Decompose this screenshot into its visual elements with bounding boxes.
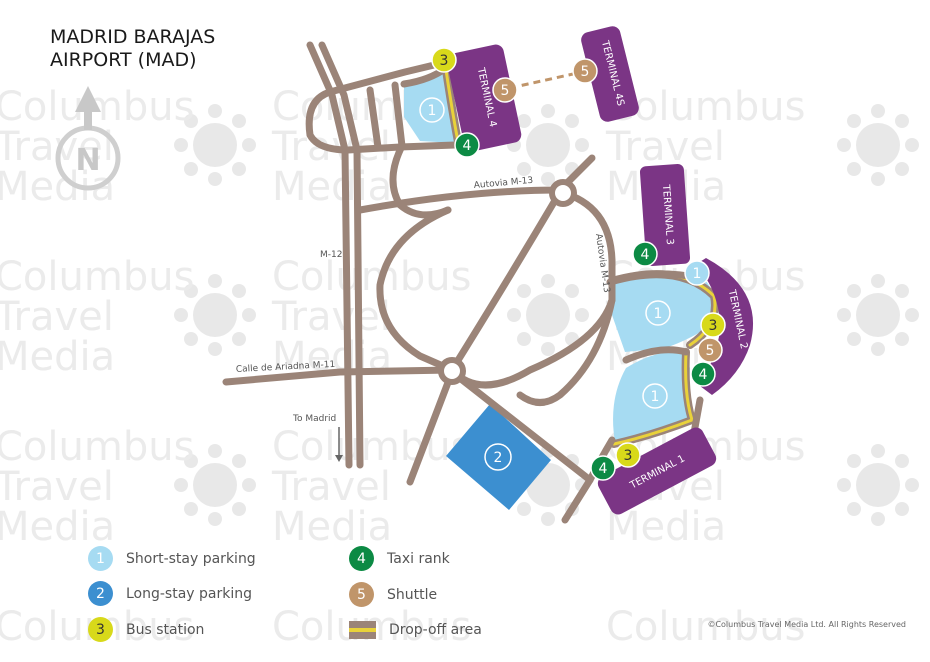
svg-text:4: 4 [641, 247, 650, 263]
marker-shuttle: 5 [572, 58, 598, 84]
legend-label: Taxi rank [387, 550, 450, 567]
marker-bus: 3 [615, 442, 641, 468]
legend-item-shuttle: 5 Shuttle [349, 582, 437, 607]
map-title-line: MADRID BARAJAS [50, 26, 216, 48]
terminal-4: TERMINAL 4 [446, 44, 522, 152]
watermark-line: Columbus [0, 254, 194, 300]
terminal-4s: TERMINAL 4S [581, 26, 639, 122]
legend-label: Shuttle [387, 586, 438, 603]
road-m13-top [356, 154, 596, 214]
watermark-line: Columbus [272, 424, 471, 470]
watermark-line: Media [272, 164, 392, 210]
watermark-line: Travel [0, 464, 114, 510]
svg-text:2: 2 [494, 450, 503, 466]
road-south-east [448, 368, 594, 484]
shuttle-route [509, 70, 583, 90]
road-t2-mid [622, 346, 690, 364]
svg-text:4: 4 [699, 367, 708, 383]
road-m11 [222, 366, 456, 386]
road-m12-east [318, 41, 364, 469]
road-m12-west [306, 41, 353, 469]
marker-shuttle: 5 [492, 77, 518, 103]
legend-item-dropoff: Drop-off area [349, 621, 482, 639]
svg-text:1: 1 [428, 103, 437, 119]
road-south-west [406, 368, 456, 486]
marker-short-stay: 1 [642, 383, 668, 409]
watermark-line: Media [0, 504, 115, 550]
taxi-icon: 4 [349, 546, 374, 571]
road-t4-branch-b [391, 81, 406, 150]
watermark-line: Media [272, 504, 392, 550]
watermark-line: Media [0, 334, 115, 380]
svg-text:3: 3 [440, 53, 449, 69]
watermark-line: Columbus [606, 84, 805, 130]
marker-taxi: 4 [454, 132, 480, 158]
roundabout-north [549, 179, 577, 207]
road-m13-east [448, 188, 616, 389]
marker-short-stay: 1 [684, 260, 710, 286]
legend-label: Drop-off area [389, 622, 482, 638]
watermark-line: Columbus [606, 604, 805, 650]
svg-text:5: 5 [501, 83, 510, 99]
marker-short-stay: 1 [419, 97, 445, 123]
copyright-notice: ©Columbus Travel Media Ltd. All Rights R… [707, 620, 906, 629]
marker-shuttle: 5 [697, 337, 723, 363]
watermark-line: Media [606, 504, 726, 550]
map-markers: 1 1 1 1 2 3 3 3 [419, 47, 726, 481]
svg-text:3: 3 [709, 318, 718, 334]
marker-short-stay: 1 [645, 300, 671, 326]
map-title-line: AIRPORT (MAD) [50, 49, 197, 71]
road-label-m12: M-12 [320, 250, 342, 260]
short-stay-icon: 1 [88, 546, 113, 571]
svg-text:5: 5 [706, 343, 715, 359]
road-t4-branch-a [366, 86, 382, 151]
long-stay-parking-area [446, 404, 551, 510]
watermark-line: Travel [271, 464, 391, 510]
svg-text:3: 3 [624, 448, 633, 464]
watermark-line: Travel [271, 294, 391, 340]
terminal-3: TERMINAL 3 [639, 163, 691, 267]
marker-taxi: 4 [632, 241, 658, 267]
svg-text:4: 4 [599, 461, 608, 477]
marker-long-stay: 2 [484, 443, 512, 471]
legend-label: Long-stay parking [126, 585, 253, 602]
marker-taxi: 4 [590, 455, 616, 481]
watermark-line: Travel [605, 124, 725, 170]
svg-text:1: 1 [651, 389, 660, 405]
road-network [222, 41, 704, 524]
legend-item-short-stay: 1 Short-stay parking [88, 546, 256, 571]
svg-text:1: 1 [693, 266, 702, 282]
legend-item-taxi: 4 Taxi rank [349, 546, 450, 571]
road-t1-approach [516, 296, 616, 406]
watermark-decoration [174, 104, 919, 526]
dropoff-icon [349, 621, 376, 639]
bus-icon: 3 [88, 617, 113, 642]
legend-label: Short-stay parking [126, 550, 256, 567]
road-central-loop-right [448, 188, 564, 374]
marker-bus: 3 [700, 312, 726, 338]
shuttle-icon: 5 [349, 582, 374, 607]
svg-text:4: 4 [463, 138, 472, 154]
legend-item-bus: 3 Bus station [88, 617, 204, 642]
terminal-3-label: TERMINAL 3 [660, 183, 675, 245]
marker-taxi: 4 [690, 361, 716, 387]
svg-text:5: 5 [581, 64, 590, 80]
road-central-loop [376, 206, 456, 374]
long-stay-icon: 2 [88, 581, 113, 606]
road-label-to-madrid: To Madrid [292, 414, 336, 424]
svg-text:1: 1 [654, 306, 663, 322]
watermark-line: Columbus [272, 254, 471, 300]
watermark-line: Travel [0, 294, 114, 340]
map-title: MADRID BARAJAS AIRPORT (MAD) [50, 26, 215, 72]
compass-label: N [75, 143, 100, 178]
north-arrow-icon: N [55, 86, 121, 191]
legend-item-long-stay: 2 Long-stay parking [88, 581, 252, 606]
roundabout-central [438, 357, 466, 385]
marker-bus: 3 [431, 47, 457, 73]
watermark-line: Columbus [0, 424, 194, 470]
to-madrid-arrow-icon [335, 427, 343, 462]
legend-label: Bus station [126, 621, 205, 638]
